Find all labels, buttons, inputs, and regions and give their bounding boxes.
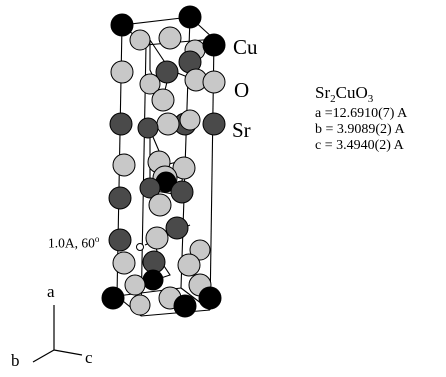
cell-edge <box>140 309 211 317</box>
o-atom <box>124 274 146 296</box>
axis-b-line <box>32 349 55 363</box>
legend-sr-atom <box>202 112 226 136</box>
formula-subscript: 3 <box>367 93 374 105</box>
lattice-param-c: c = 3.4940(2) A <box>315 138 404 153</box>
cu-atom <box>173 294 197 318</box>
atoms <box>101 5 222 318</box>
lattice-param-b: b = 3.9089(2) A <box>315 122 405 137</box>
angle-marker <box>136 243 144 251</box>
o-atom <box>112 251 136 275</box>
sr-atom <box>139 177 161 199</box>
axis-label-a: a <box>47 282 55 301</box>
o-atom <box>177 253 201 277</box>
cu-atom <box>110 13 134 37</box>
o-atom <box>179 109 201 131</box>
lattice-param-a: a =12.6910(7) A <box>315 106 408 121</box>
o-atom <box>156 112 180 136</box>
cu-atom <box>178 5 202 29</box>
bond-annotation: 1.0A, 60o <box>48 235 99 250</box>
sr-atom <box>137 117 159 139</box>
sr-atom <box>165 216 189 240</box>
legend-label-o: O <box>234 78 250 102</box>
axis-c-line <box>53 349 83 356</box>
o-atom <box>158 26 182 50</box>
o-atom <box>110 60 134 84</box>
cu-atom <box>101 286 125 310</box>
o-atom <box>139 73 161 95</box>
o-atom <box>189 239 211 261</box>
legend-label-cu: Cu <box>233 35 258 59</box>
cu-atom <box>142 269 164 291</box>
axis-label-c: c <box>85 348 93 367</box>
o-atom <box>112 153 136 177</box>
o-atom <box>151 88 175 112</box>
degree-sign: o <box>94 234 100 244</box>
sr-atom <box>170 180 194 204</box>
cu-atom <box>198 286 222 310</box>
sr-atom <box>109 112 133 136</box>
legend-label-sr: Sr <box>232 118 251 142</box>
bond-annotation-text: 1.0A, 60 <box>48 235 95 251</box>
o-atom <box>129 29 151 51</box>
compound-formula: Sr2CuO3 <box>315 84 373 105</box>
axis-triad <box>32 305 83 363</box>
legend-cu-atom <box>202 33 226 57</box>
o-atom <box>148 193 172 217</box>
formula-part: CuO <box>335 83 368 102</box>
axis-label-b: b <box>11 351 20 370</box>
formula-part: Sr <box>315 83 331 102</box>
sr-atom <box>108 186 132 210</box>
o-atom <box>172 156 196 180</box>
o-atom <box>145 226 169 250</box>
sr-atom <box>155 60 179 84</box>
legend-o-atom <box>202 70 226 94</box>
o-atom <box>129 294 151 316</box>
formula-subscript: 2 <box>330 93 336 105</box>
sr-atom <box>108 228 132 252</box>
